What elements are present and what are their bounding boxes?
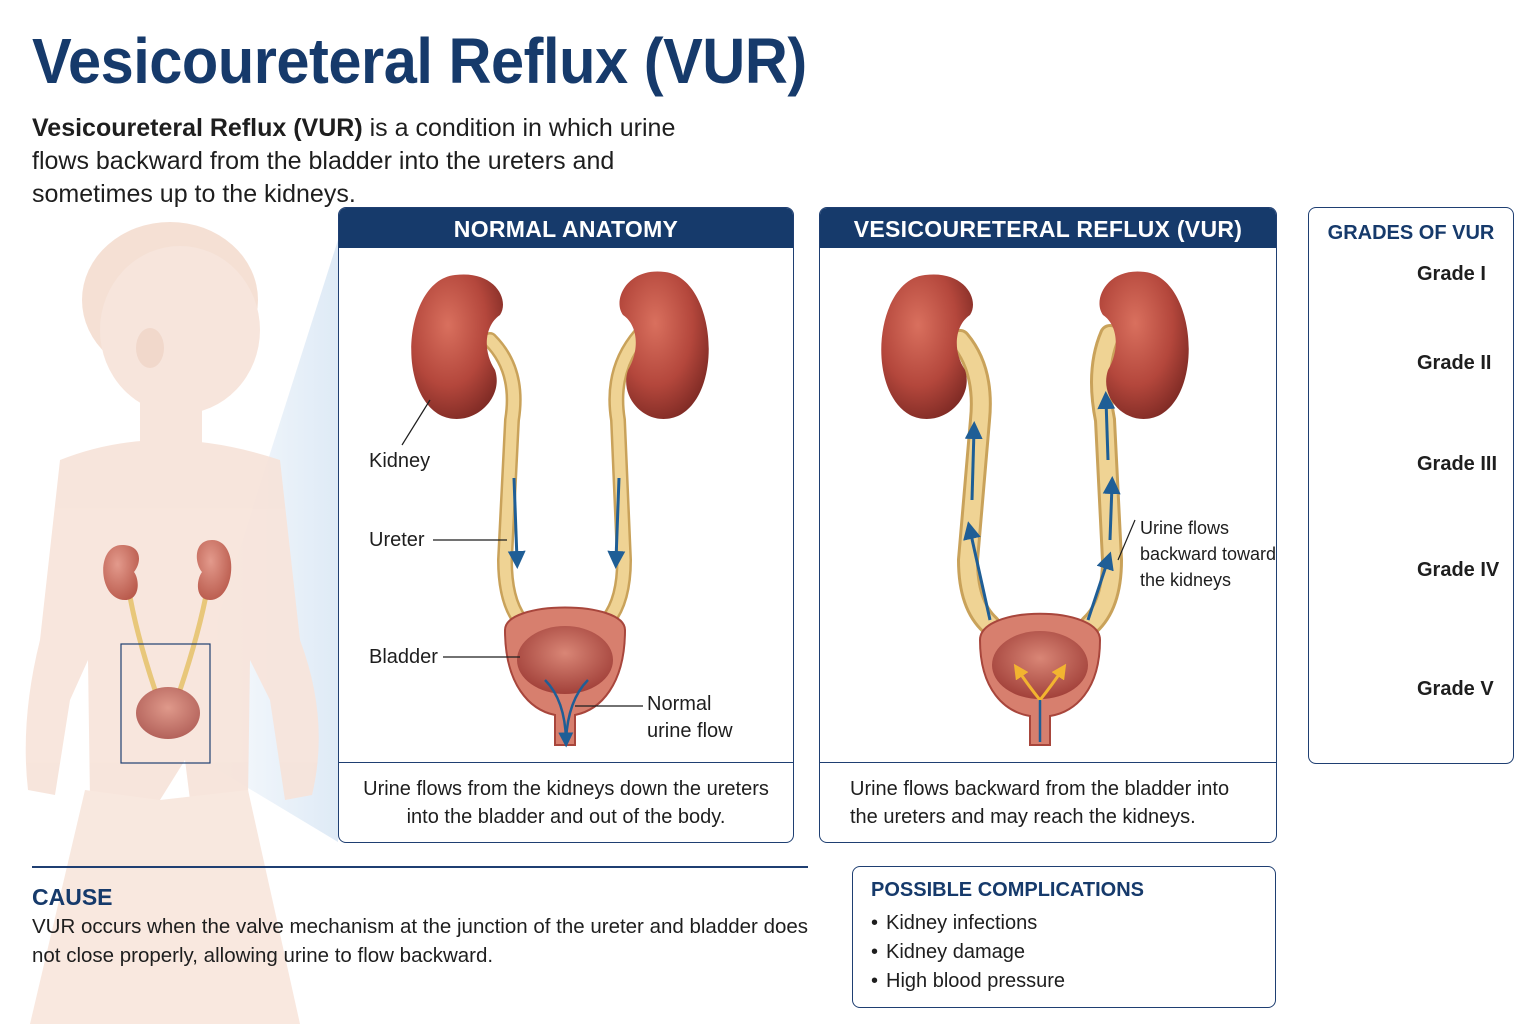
vur-annotation-line2: backward toward bbox=[1140, 544, 1277, 564]
normal-anatomy-panel: NORMAL ANATOMY Urine flows from the kidn… bbox=[338, 207, 794, 843]
vur-annotation-line3: the kidneys bbox=[1140, 570, 1232, 590]
complication-item: Kidney infections bbox=[871, 909, 1065, 938]
intro-text: is a condition in which urine flows back… bbox=[32, 114, 676, 208]
normal-flow-label-line1: Normal bbox=[647, 693, 712, 715]
grade-3-label: Grade III bbox=[1417, 453, 1498, 475]
complications-list: Kidney infections Kidney damage High blo… bbox=[871, 909, 1065, 996]
bladder-label: Bladder bbox=[369, 646, 438, 668]
normal-flow-label-line2: urine flow bbox=[647, 720, 733, 742]
section-divider bbox=[32, 866, 808, 868]
normal-anatomy-art bbox=[401, 271, 709, 748]
ureter-label: Ureter bbox=[369, 529, 425, 551]
child-figure bbox=[25, 222, 319, 1024]
vur-art bbox=[881, 271, 1189, 746]
complications-heading: POSSIBLE COMPLICATIONS bbox=[871, 879, 1144, 901]
cause-text: VUR occurs when the valve mechanism at t… bbox=[32, 915, 809, 967]
complication-item: Kidney damage bbox=[871, 938, 1065, 967]
vur-heading: VESICOURETERAL REFLUX (VUR) bbox=[820, 208, 1276, 248]
normal-anatomy-caption: Urine flows from the kidneys down the ur… bbox=[339, 762, 793, 842]
grade-5-label: Grade V bbox=[1417, 678, 1494, 700]
child-urinary-tract bbox=[103, 540, 232, 764]
vur-annotation-line1: Urine flows bbox=[1140, 518, 1230, 538]
grades-heading: GRADES OF VUR bbox=[1327, 222, 1495, 244]
complications-panel: POSSIBLE COMPLICATIONS Kidney infections… bbox=[852, 866, 1276, 1008]
cause-heading: CAUSE bbox=[32, 884, 113, 910]
kidney-label: Kidney bbox=[369, 450, 431, 472]
vur-panel: VESICOURETERAL REFLUX (VUR) Urine flows … bbox=[819, 207, 1277, 843]
intro-paragraph: Vesicoureteral Reflux (VUR) is a conditi… bbox=[32, 112, 732, 211]
grades-panel: GRADES OF VUR Grade I Grade II Grade III… bbox=[1308, 207, 1514, 764]
grade-4-label: Grade IV bbox=[1417, 559, 1500, 581]
normal-anatomy-heading: NORMAL ANATOMY bbox=[339, 208, 793, 248]
intro-bold-term: Vesicoureteral Reflux (VUR) bbox=[32, 114, 363, 142]
page-title: Vesicoureteral Reflux (VUR) bbox=[32, 25, 807, 97]
grade-2-label: Grade II bbox=[1417, 352, 1492, 374]
complication-item: High blood pressure bbox=[871, 967, 1065, 996]
grade-1-label: Grade I bbox=[1417, 263, 1486, 285]
vur-caption: Urine flows backward from the bladder in… bbox=[820, 762, 1276, 842]
